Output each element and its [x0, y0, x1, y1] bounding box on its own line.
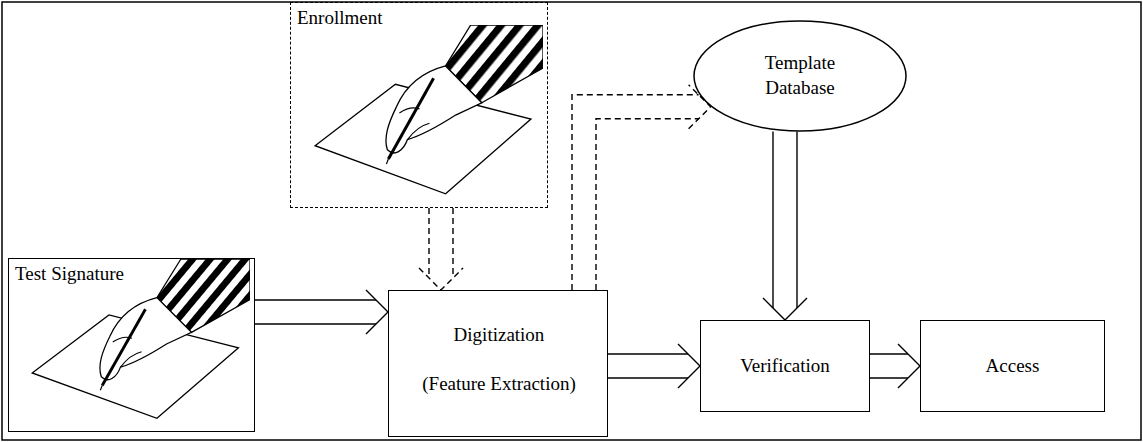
double-arrow	[255, 290, 388, 334]
process-box: Digitization (Feature Extraction)	[388, 290, 608, 437]
ellipse-outline	[693, 20, 907, 132]
node-label: Verification	[740, 354, 830, 379]
node-label: Test Signature	[15, 263, 124, 285]
double-arrow	[870, 344, 920, 388]
dashed-double-arrow	[572, 85, 711, 290]
enrollment-box: Enrollment	[290, 2, 548, 208]
node-sublabel: (Feature Extraction)	[422, 373, 576, 395]
node-label: Access	[986, 354, 1040, 379]
text-holder: Template Database	[693, 20, 907, 132]
dashed-double-arrow	[419, 208, 463, 290]
test-signature-box: Test Signature	[8, 258, 255, 432]
hand-writing-illustration	[295, 25, 543, 203]
text-holder: Verification	[701, 321, 869, 411]
process-box: Access	[920, 320, 1105, 412]
double-arrow	[608, 344, 700, 388]
node-label: Enrollment	[297, 7, 382, 29]
node-label: Digitization	[454, 324, 545, 346]
node-label: Template Database	[745, 51, 855, 100]
process-box: Verification	[700, 320, 870, 412]
database-ellipse: Template Database	[693, 20, 907, 132]
double-arrow	[763, 131, 807, 320]
text-holder: Access	[921, 321, 1104, 411]
